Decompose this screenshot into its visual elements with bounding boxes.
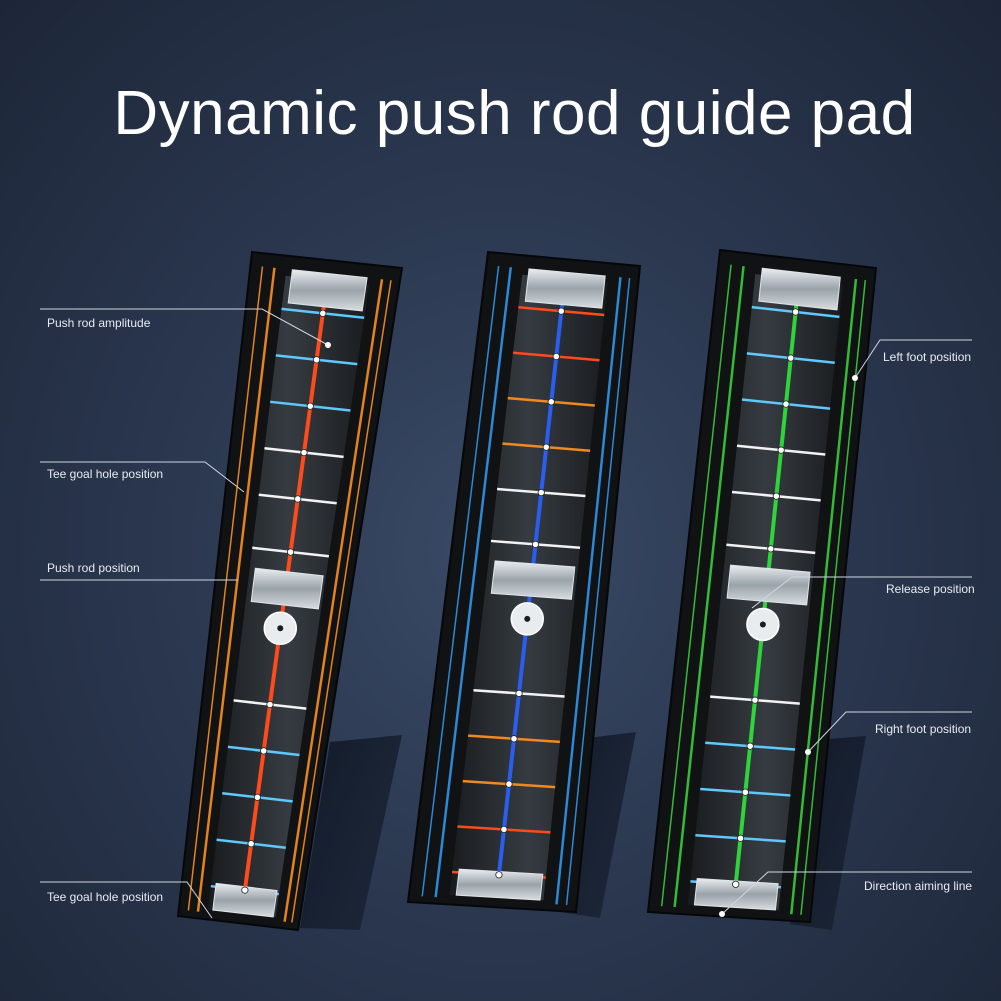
pad-node-dot bbox=[260, 747, 268, 755]
pad-node-dot bbox=[306, 402, 314, 410]
pad-node-dot bbox=[510, 735, 518, 743]
pad-node-dot bbox=[537, 488, 545, 497]
leader-direction-aiming bbox=[721, 871, 972, 915]
pad-node-dot bbox=[542, 443, 550, 451]
pad-node-dot bbox=[241, 886, 249, 894]
leader-tee-goal-top bbox=[40, 461, 245, 493]
pad-node-dot bbox=[751, 696, 759, 704]
pad-metal-plate bbox=[726, 564, 811, 606]
leader-left-foot bbox=[854, 339, 972, 379]
leader-tee-goal-bottom bbox=[40, 881, 213, 919]
pad-side-rail bbox=[565, 278, 631, 906]
pad-side-rail bbox=[187, 266, 264, 911]
pad-node-dot bbox=[767, 545, 775, 553]
callout-leader-lines bbox=[40, 308, 972, 919]
pad-side-rail bbox=[196, 267, 276, 912]
pad-side-rail bbox=[555, 277, 622, 905]
pad-side-rail bbox=[291, 280, 392, 923]
pad-node-dot bbox=[294, 495, 302, 503]
pad-metal-plate bbox=[250, 567, 324, 610]
pad-node-dot bbox=[319, 309, 327, 317]
pad-metal-plate bbox=[455, 868, 544, 901]
pad-metal-plate bbox=[693, 877, 779, 911]
leader-release bbox=[751, 576, 972, 609]
pad-node-dot bbox=[777, 446, 785, 454]
pad-node-dot bbox=[253, 793, 262, 801]
pad-side-rail bbox=[673, 265, 745, 908]
pad-metal-plate bbox=[524, 268, 606, 309]
pad-metal-plate bbox=[490, 560, 576, 600]
pad-node-dot bbox=[547, 398, 555, 406]
leader-push-rod-amplitude bbox=[40, 308, 329, 346]
pad-ball-marker-dot bbox=[524, 615, 531, 622]
pad-node-dot bbox=[515, 689, 523, 697]
pad-node-dot bbox=[247, 840, 255, 848]
leader-right-foot bbox=[807, 711, 972, 753]
pad-ball-marker-dot bbox=[277, 625, 284, 632]
orange-pad bbox=[176, 250, 404, 932]
pad-ball-marker-dot bbox=[759, 621, 766, 628]
pad-node-dot bbox=[495, 871, 503, 879]
pad-side-rail bbox=[800, 279, 867, 915]
pad-node-dot bbox=[300, 448, 308, 457]
pad-node-dot bbox=[286, 548, 295, 556]
pad-node-dot bbox=[782, 400, 790, 408]
pads-layer bbox=[176, 248, 878, 932]
callout-tee-goal-hole-position-top: Tee goal hole position bbox=[47, 467, 164, 481]
callout-direction-aiming-line: Direction aiming line bbox=[864, 879, 973, 893]
page-title: Dynamic push rod guide pad bbox=[113, 79, 916, 148]
pad-node-dot bbox=[746, 742, 754, 750]
pad-side-rail bbox=[421, 266, 500, 897]
pad-shadow bbox=[300, 735, 402, 930]
pad-node-dot bbox=[741, 788, 749, 796]
pad-side-rail bbox=[434, 267, 513, 898]
callout-left-foot-position: Left foot position bbox=[883, 350, 972, 364]
blue-pad bbox=[406, 250, 642, 918]
pad-node-dot bbox=[772, 492, 780, 500]
callout-push-rod-amplitude: Push rod amplitude bbox=[47, 316, 151, 330]
pad-metal-plate bbox=[212, 882, 278, 918]
pad-node-dot bbox=[792, 308, 800, 316]
callout-right-foot-position: Right foot position bbox=[875, 722, 972, 736]
pad-metal-plate bbox=[287, 269, 368, 312]
pad-metal-plate bbox=[758, 267, 841, 311]
callout-tee-goal-hole-position-bottom: Tee goal hole position bbox=[47, 890, 164, 904]
callout-push-rod-position: Push rod position bbox=[47, 561, 140, 575]
pad-node-dot bbox=[732, 880, 740, 888]
pad-side-rail bbox=[283, 279, 384, 922]
callout-dots bbox=[325, 342, 858, 917]
pad-node-dot bbox=[505, 780, 513, 788]
green-pad bbox=[646, 248, 878, 930]
callout-release-position: Release position bbox=[886, 582, 975, 596]
pad-node-dot bbox=[312, 356, 321, 364]
pad-node-dot bbox=[557, 307, 565, 315]
pad-node-dot bbox=[500, 825, 508, 834]
pad-side-rail bbox=[789, 278, 858, 915]
pad-node-dot bbox=[266, 700, 274, 709]
pad-node-dot bbox=[787, 354, 795, 362]
pad-node-dot bbox=[531, 540, 540, 548]
pad-node-dot bbox=[736, 834, 745, 842]
pad-side-rail bbox=[660, 264, 732, 907]
pad-node-dot bbox=[552, 352, 560, 361]
